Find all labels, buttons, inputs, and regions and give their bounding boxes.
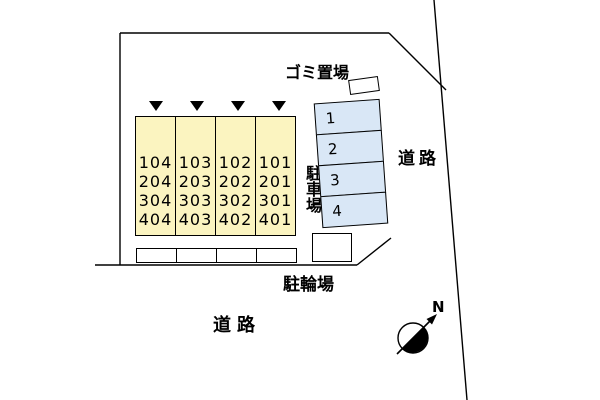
room-number: 204 bbox=[138, 172, 173, 191]
room-number: 104 bbox=[138, 153, 173, 172]
parking-lot-label: 駐車場 bbox=[303, 165, 322, 213]
balcony bbox=[176, 248, 217, 263]
room-number: 302 bbox=[218, 191, 253, 210]
compass-needle bbox=[396, 316, 435, 355]
room-number: 203 bbox=[178, 172, 213, 191]
road-label-right: 道路 bbox=[398, 149, 440, 169]
compass-arrowhead-icon bbox=[426, 314, 437, 325]
room-number: 304 bbox=[138, 191, 173, 210]
entrance-marker-icon bbox=[230, 101, 245, 111]
parking-space-number: 2 bbox=[327, 139, 339, 159]
parking-lot: 1 2 3 4 bbox=[313, 98, 389, 229]
entrance-marker-icon bbox=[271, 101, 286, 111]
parking-space-number: 1 bbox=[325, 109, 336, 128]
road-edge-line bbox=[433, 0, 468, 400]
apartment-building: 104 204 304 404 103 203 303 403 102 202 … bbox=[135, 116, 296, 236]
room-number: 202 bbox=[218, 172, 253, 191]
room-number: 102 bbox=[218, 153, 253, 172]
entrance-marker-icon bbox=[189, 101, 204, 111]
parking-space-number: 3 bbox=[329, 170, 341, 190]
garbage-area-label: ゴミ置場 bbox=[285, 63, 350, 82]
entrance-markers-row bbox=[135, 101, 299, 111]
boundary-diagonal-bottom-right bbox=[356, 237, 392, 266]
room-number: 103 bbox=[178, 153, 213, 172]
balcony bbox=[216, 248, 257, 263]
building-column: 104 204 304 404 bbox=[135, 116, 176, 236]
bicycle-parking-box bbox=[312, 233, 352, 262]
balcony-row bbox=[136, 248, 297, 263]
building-column: 103 203 303 403 bbox=[175, 116, 216, 236]
road-label-bottom: 道路 bbox=[213, 315, 261, 336]
building-column: 101 201 301 401 bbox=[255, 116, 296, 236]
room-number: 401 bbox=[258, 210, 293, 229]
entrance-marker-icon bbox=[148, 101, 163, 111]
room-number: 303 bbox=[178, 191, 213, 210]
north-label: N bbox=[432, 298, 445, 316]
room-number: 301 bbox=[258, 191, 293, 210]
building-column: 102 202 302 402 bbox=[215, 116, 256, 236]
compass-half-fill bbox=[402, 327, 428, 353]
parking-space: 4 bbox=[320, 191, 389, 229]
parking-space-number: 4 bbox=[331, 201, 343, 221]
room-number: 101 bbox=[258, 153, 293, 172]
room-number: 402 bbox=[218, 210, 253, 229]
room-number: 403 bbox=[178, 210, 213, 229]
balcony bbox=[256, 248, 297, 263]
room-number: 201 bbox=[258, 172, 293, 191]
balcony bbox=[136, 248, 177, 263]
room-number: 404 bbox=[138, 210, 173, 229]
boundary-diagonal-top-right bbox=[388, 32, 447, 91]
bicycle-parking-label: 駐輪場 bbox=[283, 275, 334, 295]
